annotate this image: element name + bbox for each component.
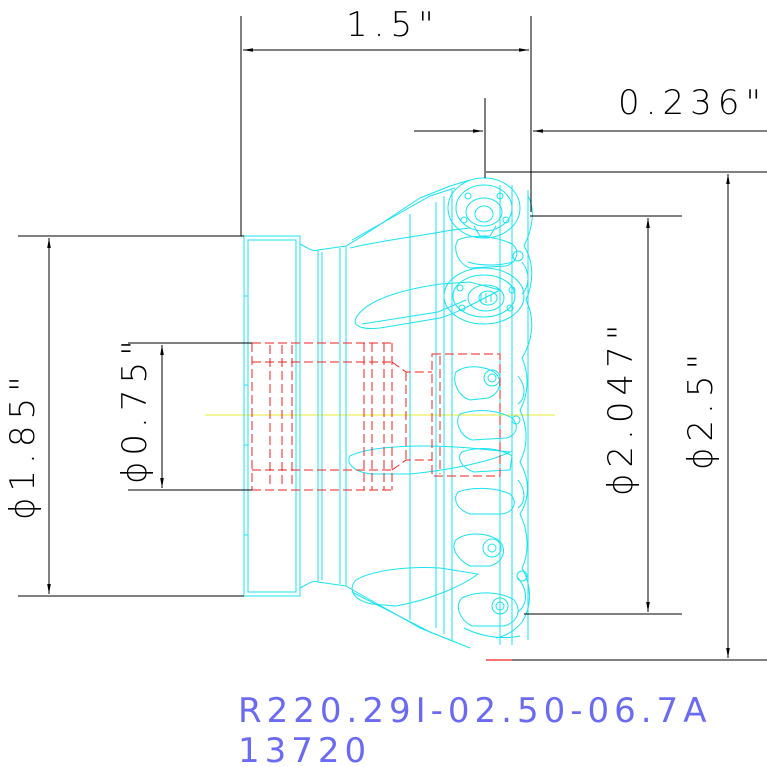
dim-label-bore-diameter: ϕ0.75" [115,334,155,484]
dim-label-cutting-diameter: ϕ2.5" [681,348,721,470]
cutter-body [243,177,533,649]
dim-label-insert-offset: 0.236" [618,83,767,123]
dimension-lines [18,16,767,661]
dim-label-overall-length: 1.5" [346,5,440,45]
hidden-bore [251,342,501,491]
part-number: R220.29I-02.50-06.7A [238,691,711,731]
dim-label-pitch-diameter: ϕ2.047" [601,319,641,496]
dim-label-shank-diameter: ϕ1.85" [3,370,43,520]
item-number: 13720 [238,731,371,767]
